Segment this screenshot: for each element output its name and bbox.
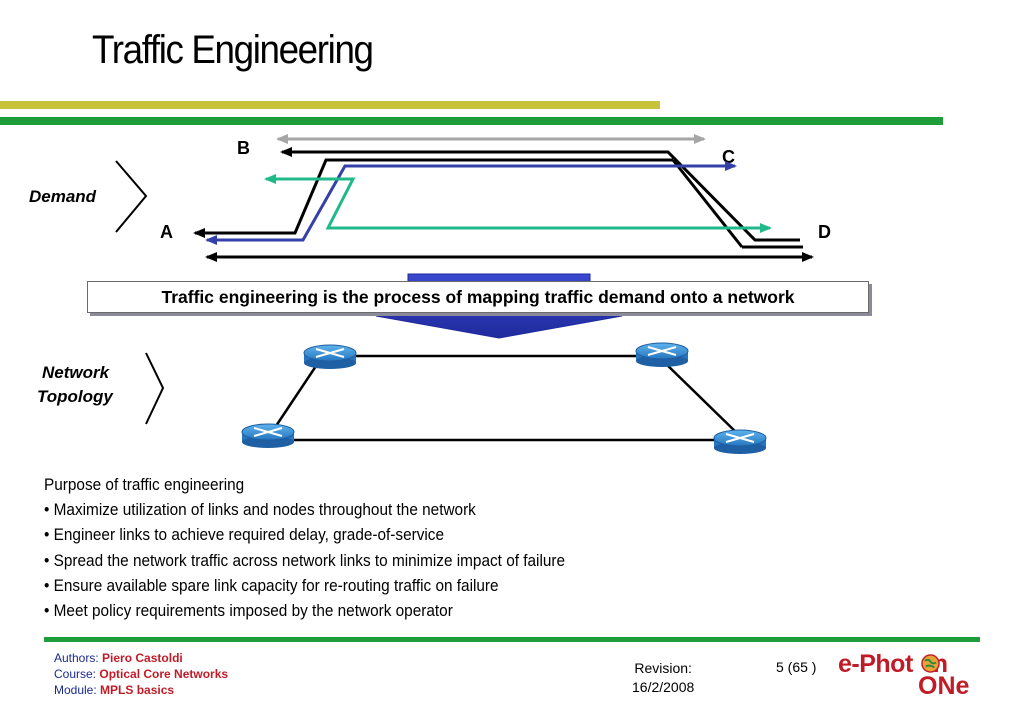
router-icon [303, 344, 357, 369]
purpose-bullet: • Ensure available spare link capacity f… [44, 576, 499, 595]
demand-segment-right [671, 159, 744, 248]
node-label-b: B [237, 138, 250, 158]
router-icon [635, 342, 689, 367]
module-value: MPLS basics [100, 683, 175, 697]
demand-label: Demand [29, 187, 97, 206]
purpose-heading: Purpose of traffic engineering [44, 476, 245, 494]
authors-label: Authors: [54, 651, 99, 665]
revision-info: Revision: 16/2/2008 [632, 659, 694, 697]
slide-title: Traffic Engineering [92, 28, 374, 72]
course-value: Optical Core Networks [99, 667, 229, 681]
purpose-section: Purpose of traffic engineering • Maximiz… [44, 473, 604, 624]
demand-brace [115, 160, 148, 233]
purpose-bullet: • Engineer links to achieve required del… [44, 526, 445, 545]
node-label-d: D [818, 222, 831, 242]
traffic-diagram: Demand B C A D Network Topology [29, 134, 831, 454]
footer-credits: Authors: Piero Castoldi Course: Optical … [54, 650, 228, 698]
purpose-bullet: • Maximize utilization of links and node… [44, 501, 476, 520]
topology-link-left [268, 359, 322, 436]
definition-callout: Traffic engineering is the process of ma… [87, 281, 869, 313]
router-icon [241, 423, 295, 448]
topology-label-line1: Network [42, 363, 111, 382]
module-label: Module: [54, 683, 97, 697]
node-label-a: A [160, 222, 173, 242]
purpose-bullet: • Spread the network traffic across netw… [44, 551, 566, 570]
purpose-bullet: • Meet policy requirements imposed by th… [44, 602, 453, 621]
revision-label: Revision: [634, 660, 692, 676]
topology-brace [145, 352, 165, 425]
footer-divider [44, 637, 980, 642]
authors-value: Piero Castoldi [102, 651, 183, 665]
demand-path-a-d [193, 158, 673, 238]
logo-text-line2: ONe [918, 672, 970, 700]
topology-link-right [661, 359, 741, 437]
title-underline-olive [0, 101, 660, 109]
revision-date: 16/2/2008 [632, 679, 695, 695]
title-underline-green [0, 117, 943, 125]
router-icon [713, 429, 767, 454]
node-label-c: C [722, 147, 735, 167]
topology-label-line2: Topology [37, 387, 114, 406]
page-number: 5 (65 ) [776, 659, 817, 675]
course-label: Course: [54, 667, 97, 681]
demand-path-teal [264, 174, 772, 233]
globe-icon [921, 654, 940, 673]
